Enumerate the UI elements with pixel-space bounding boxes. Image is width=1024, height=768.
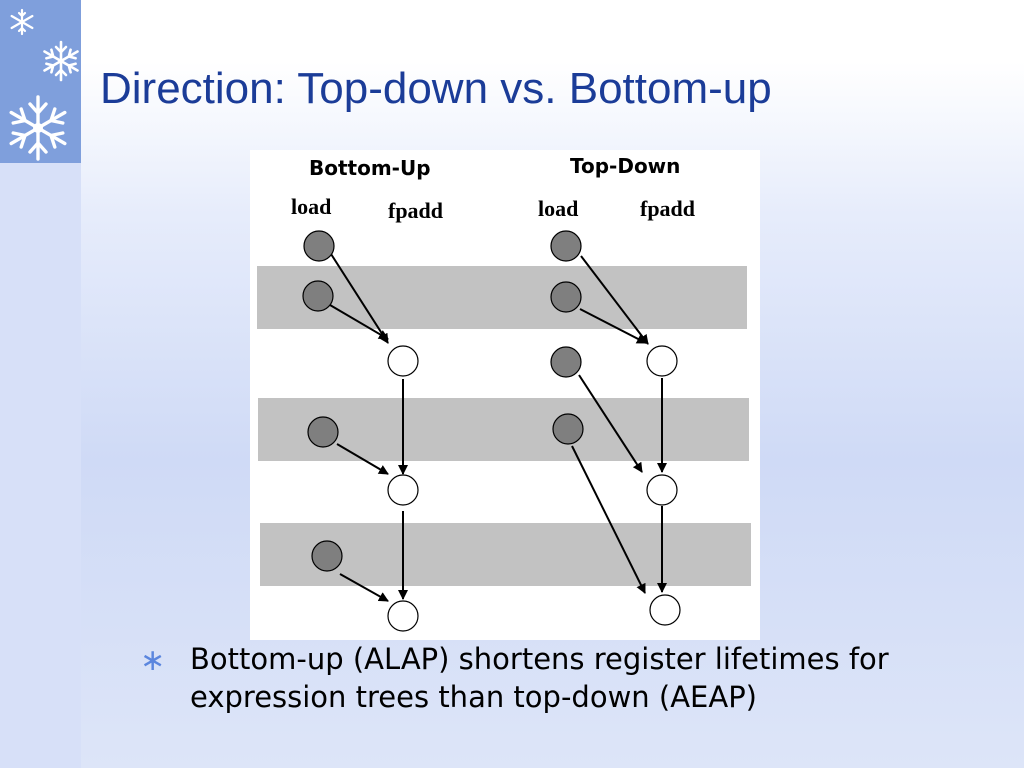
cycle-band: [258, 398, 749, 461]
asterisk-bullet-icon: ∗: [140, 643, 166, 678]
fpadd-node: [646, 474, 678, 506]
fpadd-node: [387, 600, 419, 632]
load-node: [550, 281, 582, 313]
snowflake-icon: [9, 95, 67, 161]
dependency-edge: [329, 304, 389, 340]
scheduling-diagram: load fpadd load fpadd: [250, 150, 760, 640]
load-node: [307, 416, 339, 448]
slide-title: Direction: Top-down vs. Bottom-up: [100, 64, 772, 113]
fpadd-node: [646, 345, 678, 377]
dependency-edge: [571, 445, 646, 594]
load-node: [550, 230, 582, 262]
cycle-band: [257, 266, 747, 329]
column-label-fpadd: fpadd: [640, 196, 695, 221]
column-label-load: load: [538, 196, 578, 221]
fpadd-node: [649, 594, 681, 626]
load-node: [550, 346, 582, 378]
column-label-fpadd: fpadd: [388, 198, 443, 223]
load-node: [311, 540, 343, 572]
dependency-edge: [579, 308, 647, 344]
load-node: [552, 413, 584, 445]
diagram-graphic: load fpadd load fpadd: [257, 194, 751, 632]
snowflake-icon: [43, 40, 79, 82]
snowflake-icon: [10, 8, 34, 36]
bullet-text: Bottom-up (ALAP) shortens register lifet…: [190, 642, 889, 714]
column-label-load: load: [291, 194, 331, 219]
dependency-edge: [580, 255, 649, 345]
fpadd-node: [387, 474, 419, 506]
load-node: [303, 230, 335, 262]
dependency-edge: [336, 443, 389, 475]
dependency-edge: [578, 374, 643, 473]
dependency-edge: [330, 253, 389, 344]
load-node: [302, 280, 334, 312]
fpadd-node: [387, 345, 419, 377]
heading-bottom-up: Bottom-Up: [309, 156, 431, 180]
heading-top-down: Top-Down: [570, 154, 681, 178]
dependency-edge: [339, 573, 389, 602]
